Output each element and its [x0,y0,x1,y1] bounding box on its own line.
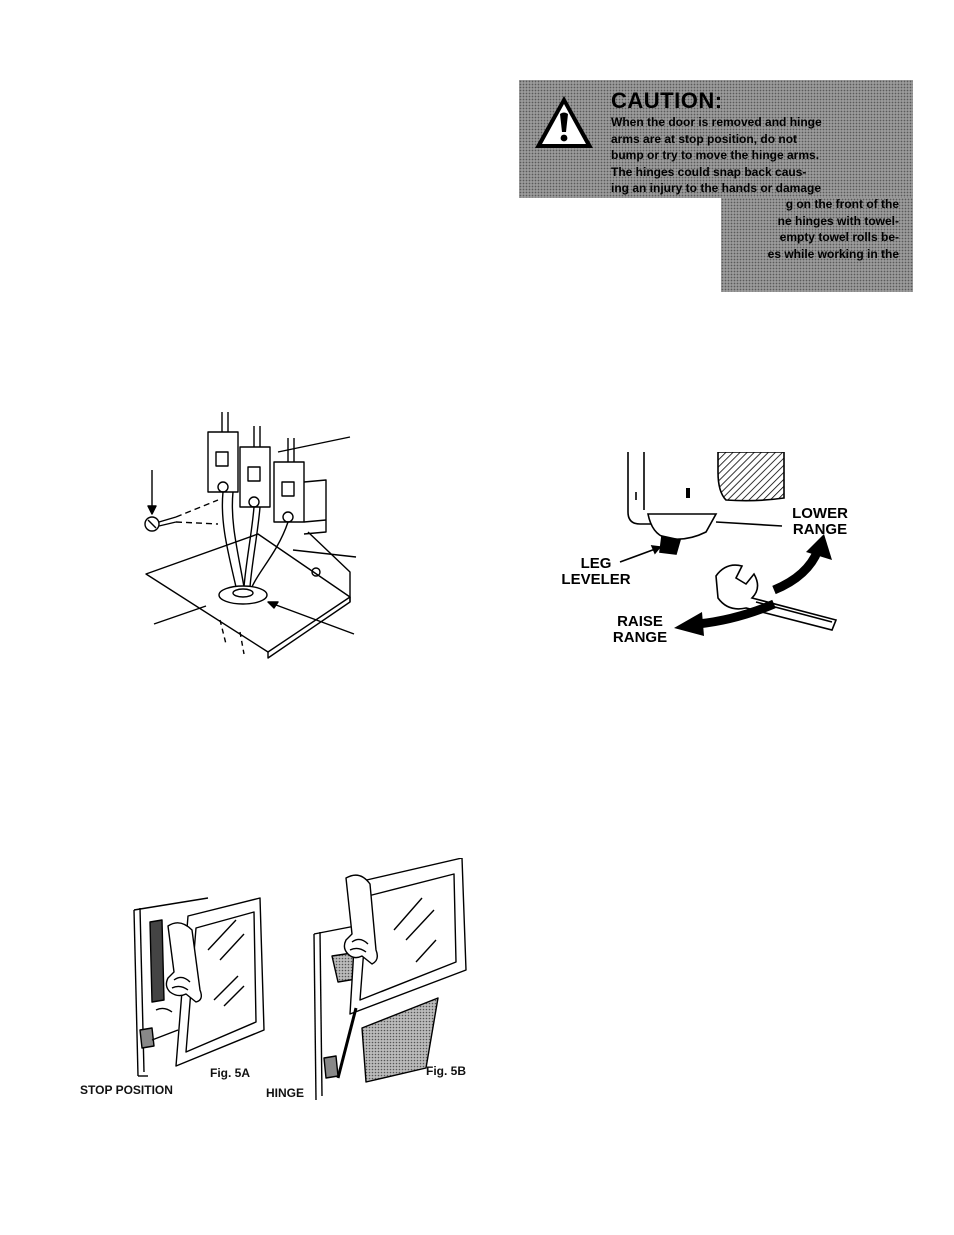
caution-title: CAUTION: [611,88,723,113]
caution-line: ing an injury to the hands or damage [611,181,822,195]
caution-line: arms are at stop position, do not [611,131,798,146]
door-hinge-figure: Fig. 5B HINGE [266,858,478,1102]
caution-partial-line: ne hinges with towel- [777,213,899,228]
door-stop-position-drawing [133,897,265,1077]
fig-5b-caption: Fig. 5B [426,1064,467,1078]
lower-range-label: LOWER RANGE [792,505,848,538]
raise-range-label: RAISE RANGE [612,613,668,646]
caution-line: When the door is removed and hinge [611,115,822,129]
leg-leveler-label: LEG LEVELER [561,555,631,588]
hinge-label: HINGE [266,1086,305,1100]
caution-shade-top [519,80,913,198]
caution-line: The hinges could snap back caus- [611,164,807,179]
warning-triangle-icon [535,96,593,148]
caution-shade-bottom [721,198,913,292]
caution-partial-text: g on the front of the ne hinges with tow… [649,196,899,262]
leg-leveler-figure: LOWER RANGE LEG LEVELER RAISE RANGE [556,452,856,652]
caution-box: CAUTION: When the door is removed and hi… [519,80,913,292]
caution-partial-line: g on the front of the [785,197,899,211]
terminal-block-figure [128,412,368,662]
terminal-block-drawing [144,412,357,659]
door-hinge-drawing [313,858,467,1101]
stop-position-label: STOP POSITION [80,1083,173,1097]
fig-5a-caption: Fig. 5A [210,1066,251,1080]
caution-partial-line: es while working in the [767,246,899,261]
caution-text: When the door is removed and hinge arms … [611,114,901,197]
caution-line: bump or try to move the hinge arms. [611,148,820,162]
door-stop-position-figure: Fig. 5A STOP POSITION [80,890,268,1102]
caution-partial-line: empty towel rolls be- [779,230,899,244]
leg-leveler-drawing [619,452,838,636]
